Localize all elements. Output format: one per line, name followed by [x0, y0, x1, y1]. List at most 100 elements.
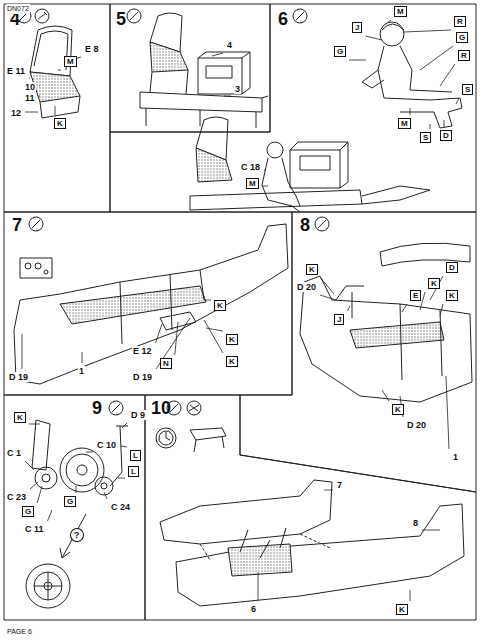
leader-line	[29, 424, 40, 425]
color-callout: G	[64, 496, 76, 507]
leader-line	[444, 120, 445, 127]
step-number: 10	[151, 399, 171, 417]
part-callout: 8	[412, 518, 419, 528]
leader-line	[258, 572, 259, 601]
leader-line	[37, 486, 42, 503]
color-callout: K	[392, 404, 404, 415]
color-callout: L	[130, 450, 141, 461]
leader-line	[456, 98, 459, 104]
panel-outline	[4, 212, 292, 395]
leader-line	[204, 320, 223, 353]
leader-line	[121, 446, 127, 447]
leader-line	[349, 60, 366, 61]
leader-line	[420, 46, 453, 70]
part-callout: D 9	[130, 410, 146, 420]
leader-line	[410, 108, 411, 115]
leader-line	[324, 490, 333, 491]
leader-line	[402, 304, 407, 312]
color-callout: S	[462, 84, 473, 95]
part-callout: D 20	[406, 420, 427, 430]
color-callout: J	[334, 314, 344, 325]
color-callout: M	[398, 118, 411, 129]
color-callout: D	[440, 130, 452, 141]
panel-border	[4, 212, 292, 395]
part-callout: C 10	[96, 440, 117, 450]
step-panel: 8	[240, 212, 476, 492]
leader-line	[404, 30, 451, 32]
leader-line	[347, 306, 350, 311]
part-callout: 1	[78, 366, 85, 376]
leader-line	[204, 300, 211, 301]
leader-line	[25, 112, 38, 113]
panel-border	[110, 4, 476, 212]
fuselage-half	[14, 224, 288, 384]
leader-line	[156, 318, 190, 369]
color-callout: K	[214, 300, 226, 311]
step-number: 5	[116, 10, 126, 28]
leader-line	[25, 461, 34, 470]
panel-border	[4, 4, 110, 212]
color-callout: K	[226, 356, 238, 367]
color-callout: J	[352, 22, 362, 33]
leader-line	[264, 170, 266, 171]
color-callout: G	[22, 506, 34, 517]
color-callout: S	[420, 132, 431, 143]
color-callout: L	[128, 466, 139, 477]
panel-outline	[110, 4, 270, 132]
leader-line	[55, 106, 56, 115]
leader-line	[321, 278, 334, 294]
leader-line	[365, 36, 382, 40]
seat-part	[30, 26, 80, 118]
leader-line	[388, 20, 391, 22]
landing-gear	[26, 420, 128, 608]
part-callout: D 19	[132, 372, 153, 382]
part-callout: 1	[452, 452, 459, 462]
step-panel: 5	[110, 4, 270, 132]
leader-line	[440, 64, 455, 86]
leader-line	[86, 452, 93, 453]
color-callout: K	[396, 604, 408, 615]
step-number: 6	[278, 10, 288, 28]
part-callout: C 11	[24, 524, 45, 534]
color-callout: M	[64, 56, 77, 67]
leader-line	[39, 86, 41, 87]
part-callout: 6	[250, 604, 257, 614]
color-callout: K	[54, 118, 66, 129]
leader-line	[156, 324, 162, 343]
page-label: PAGE 6	[6, 627, 33, 637]
leader-line	[118, 478, 125, 479]
leader-line	[382, 390, 389, 401]
leader-line	[82, 352, 83, 363]
part-callout: 7	[336, 480, 343, 490]
cockpit-frame	[140, 13, 268, 128]
step-number: 7	[12, 216, 22, 234]
panel-border	[4, 395, 145, 620]
color-callout: E	[410, 290, 421, 301]
part-callout: C 23	[6, 492, 27, 502]
fuselage-assembly	[156, 428, 464, 606]
color-callout: M	[394, 6, 407, 17]
color-callout: M	[246, 178, 259, 189]
panel-border	[240, 212, 476, 492]
pilot-figure	[262, 22, 462, 212]
color-callout: K	[226, 334, 238, 345]
leader-line	[212, 53, 223, 56]
panel-outline	[240, 212, 476, 492]
leader-line	[446, 376, 449, 449]
color-callout: R	[454, 16, 466, 27]
query-callout: ?	[70, 528, 84, 542]
part-callout: 4	[226, 40, 233, 50]
part-callout: C 18	[240, 162, 261, 172]
color-callout: K	[14, 412, 26, 423]
part-callout: D 20	[296, 282, 317, 292]
color-callout: D	[446, 262, 458, 273]
leader-line	[122, 423, 127, 428]
color-callout: K	[306, 264, 318, 275]
color-callout: N	[160, 358, 172, 369]
part-callout: 10	[24, 82, 36, 92]
step-panel: 7	[4, 212, 292, 395]
panel-border	[145, 395, 476, 620]
panel-outline	[110, 4, 476, 212]
